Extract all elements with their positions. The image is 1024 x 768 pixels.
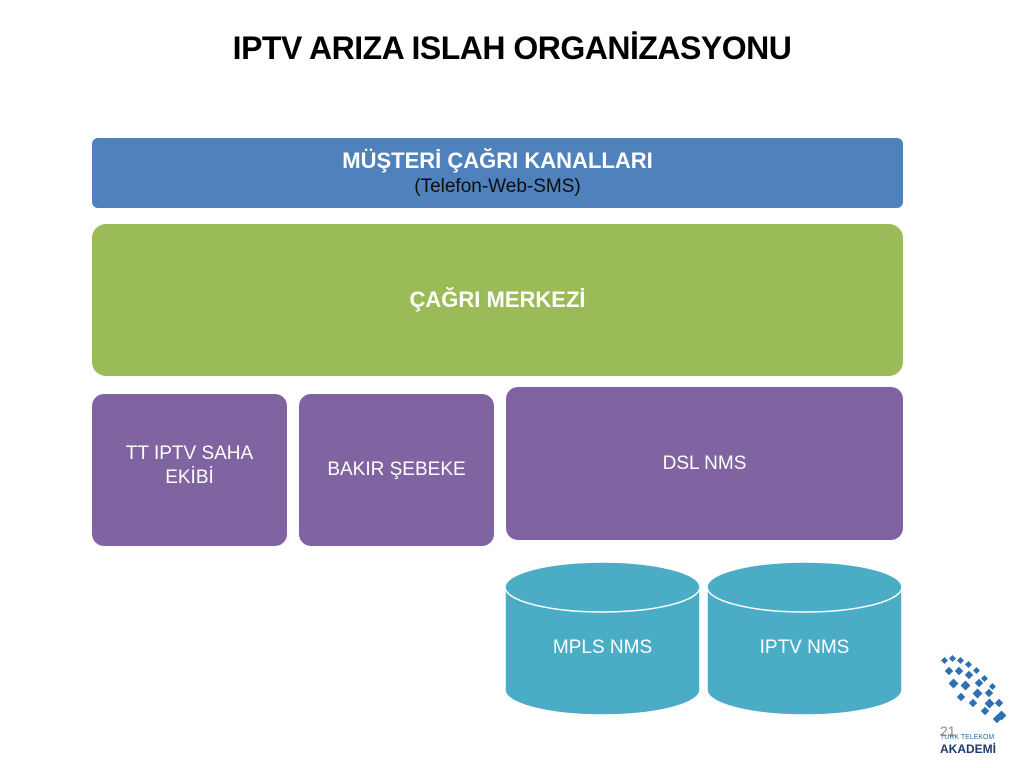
- dsl-nms-label: DSL NMS: [662, 453, 747, 474]
- customer-call-channels-title: MÜŞTERİ ÇAĞRI KANALLARI: [342, 148, 653, 173]
- mpls-nms-cylinder: MPLS NMS: [504, 561, 701, 716]
- iptv-nms-label: IPTV NMS: [759, 637, 850, 658]
- page-number: 21: [940, 723, 956, 739]
- field-team-label: TT IPTV SAHA EKİBİ: [125, 443, 254, 488]
- copper-network-label: BAKIR ŞEBEKE: [327, 459, 466, 480]
- call-center-box: ÇAĞRI MERKEZİ: [92, 224, 903, 376]
- slide-title: IPTV ARIZA ISLAH ORGANİZASYONU: [232, 30, 792, 66]
- copper-network-box: BAKIR ŞEBEKE: [299, 394, 494, 546]
- logo-line1: TÜRK TELEKOM: [940, 733, 994, 741]
- call-center-label: ÇAĞRI MERKEZİ: [409, 287, 586, 312]
- customer-call-channels-box: MÜŞTERİ ÇAĞRI KANALLARI (Telefon-Web-SMS…: [92, 138, 903, 208]
- iptv-nms-cylinder-shape: [706, 561, 903, 716]
- turk-telekom-akademi-logo: TÜRK TELEKOM AKADEMİ: [940, 654, 1007, 756]
- dsl-nms-box: DSL NMS: [506, 387, 903, 540]
- customer-call-channels-subtitle: (Telefon-Web-SMS): [414, 176, 581, 197]
- logo-line2: AKADEMİ: [940, 741, 996, 756]
- mpls-nms-cylinder-shape: [504, 561, 701, 716]
- mpls-nms-label: MPLS NMS: [552, 637, 653, 658]
- iptv-nms-cylinder: IPTV NMS: [706, 561, 903, 716]
- field-team-box: TT IPTV SAHA EKİBİ: [92, 394, 287, 546]
